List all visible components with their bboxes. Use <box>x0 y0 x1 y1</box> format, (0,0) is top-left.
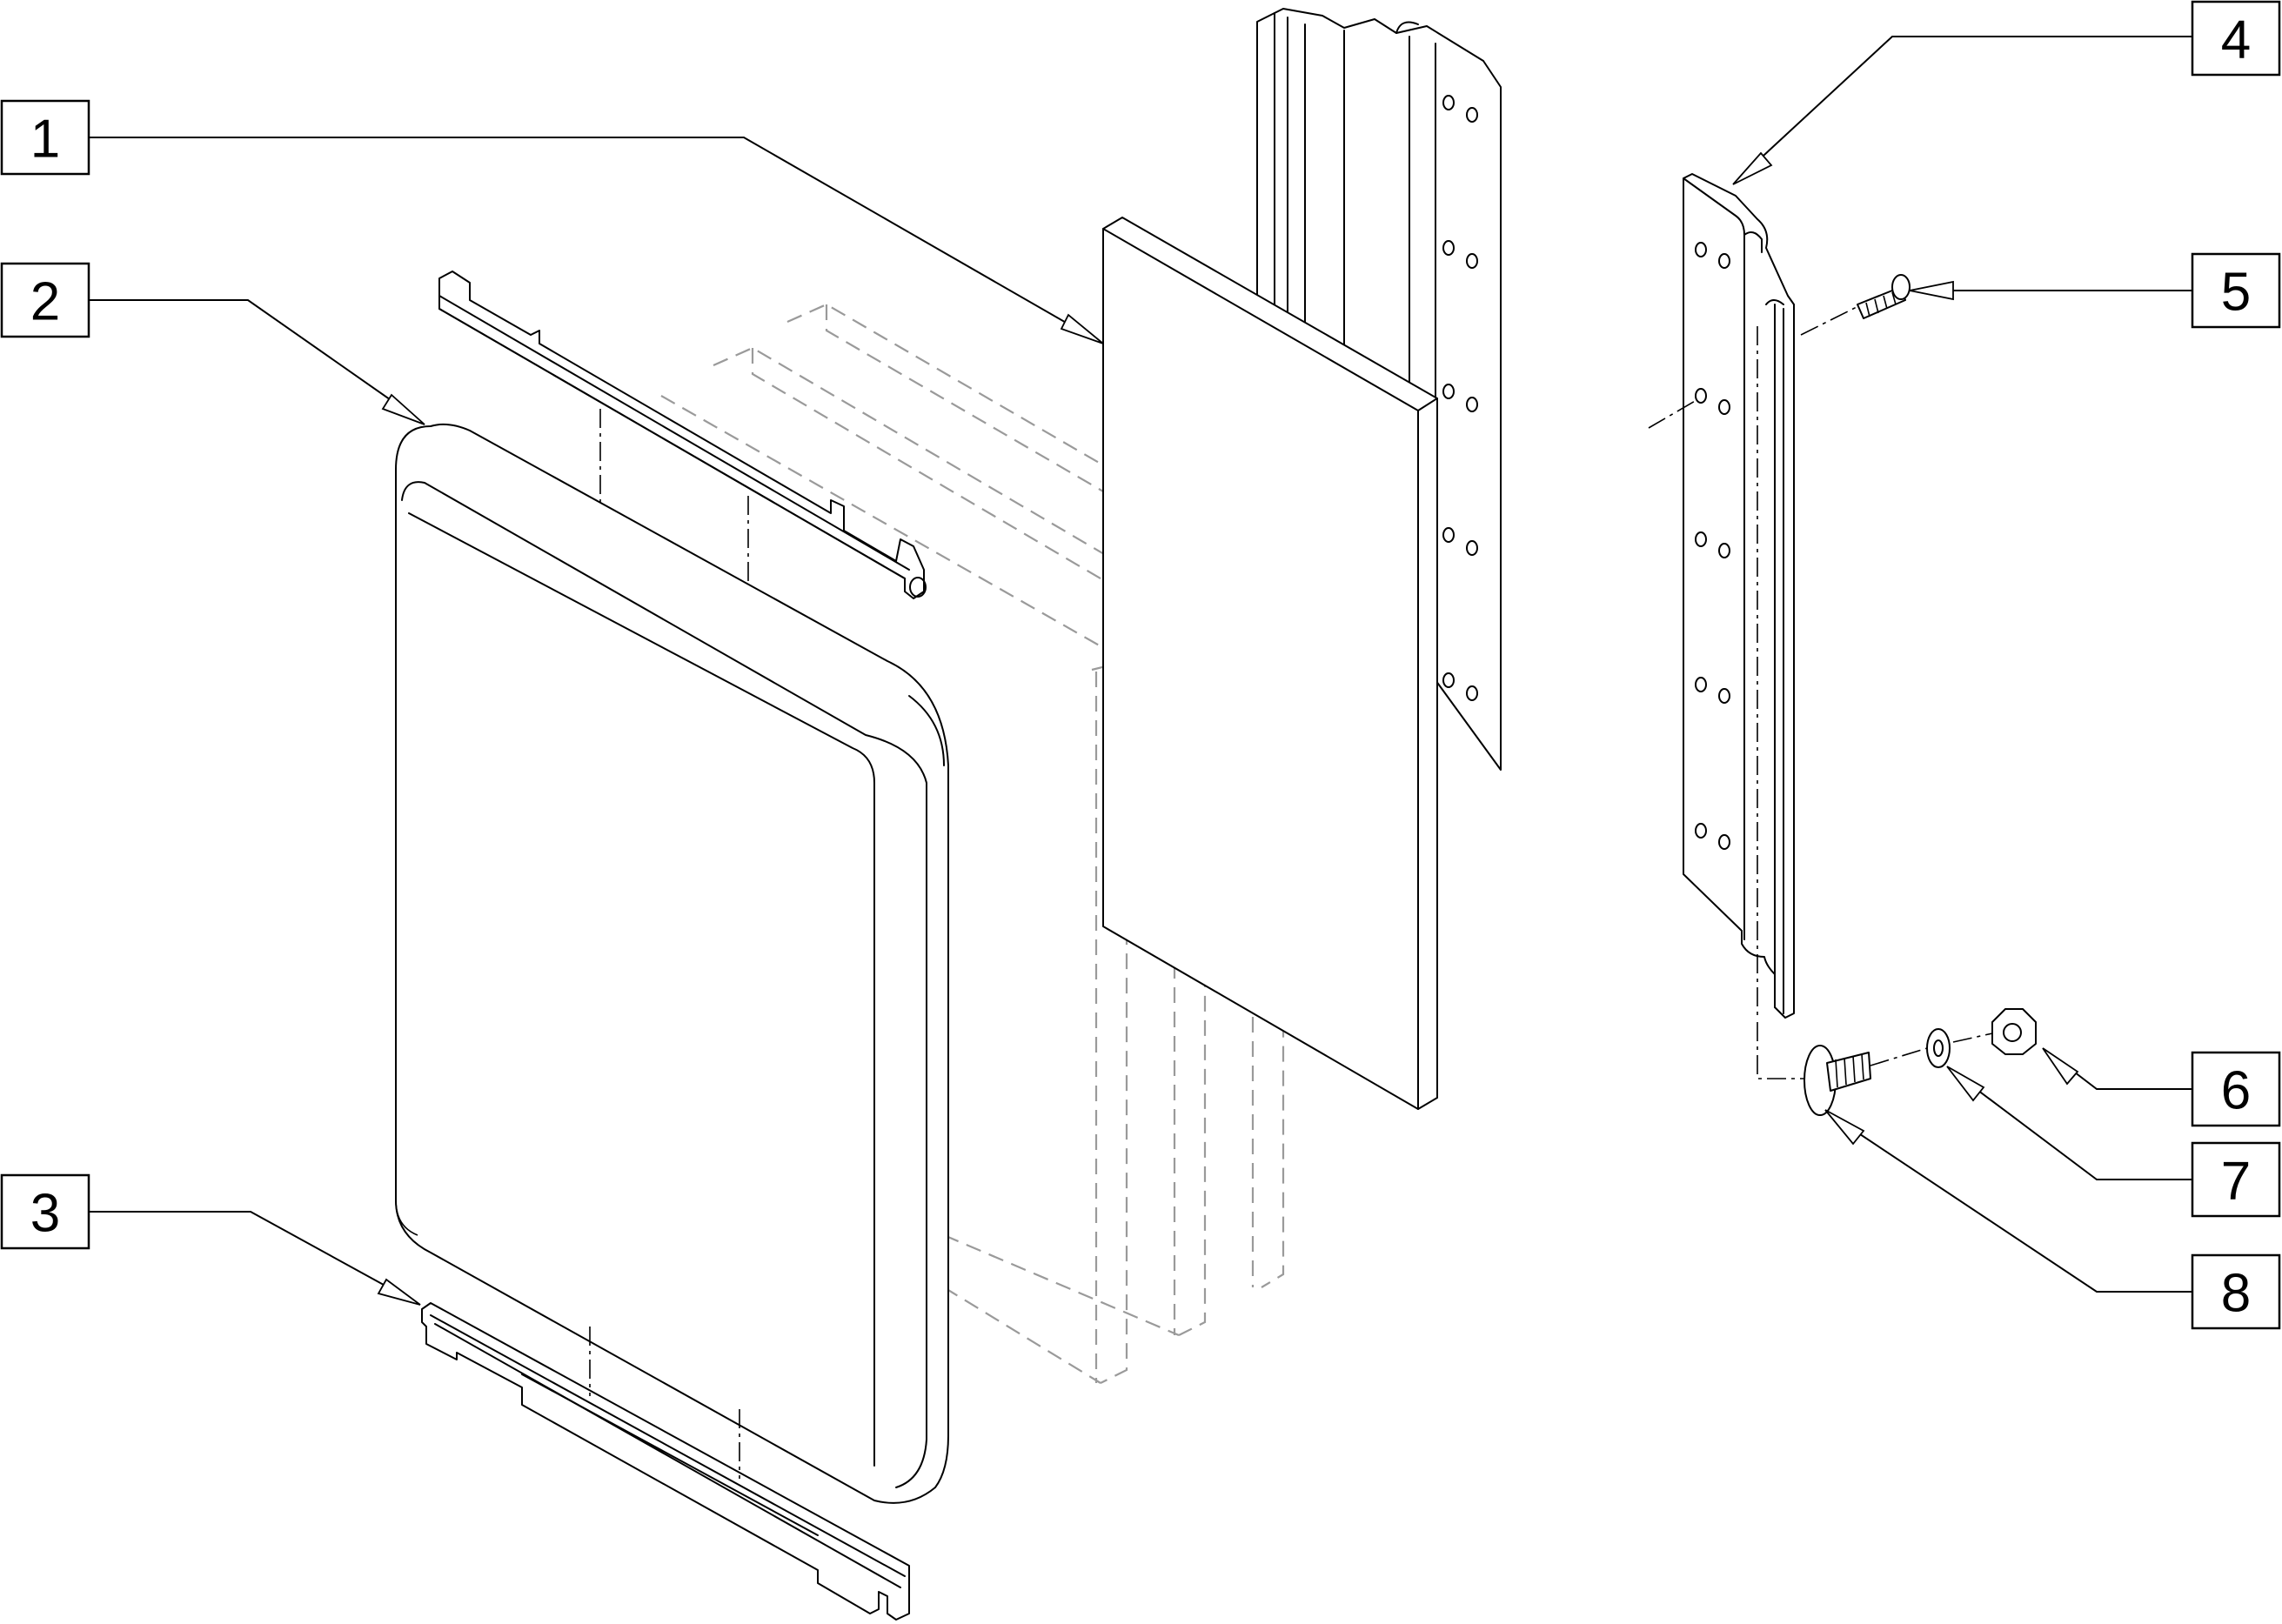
side-extrusion <box>1648 173 1795 1019</box>
callout-label-5: 5 <box>2221 263 2251 323</box>
foam-panel <box>1102 217 1438 1110</box>
callout-1: 1 <box>0 99 90 176</box>
callout-5: 5 <box>2191 252 2281 329</box>
nut-6 <box>1991 1008 2037 1055</box>
top-rail <box>438 271 927 609</box>
channel-holes <box>1442 95 1478 701</box>
callout-label-8: 8 <box>2221 1264 2251 1324</box>
callout-label-4: 4 <box>2221 10 2251 70</box>
callout-label-2: 2 <box>30 272 60 332</box>
callout-8: 8 <box>2191 1253 2281 1330</box>
screw-5 <box>1800 274 1911 336</box>
callout-label-7: 7 <box>2221 1152 2251 1212</box>
bottom-rail <box>421 1302 910 1621</box>
callout-6: 6 <box>2191 1051 2281 1127</box>
side-holes <box>1695 242 1730 850</box>
callout-7: 7 <box>2191 1141 2281 1218</box>
callout-4: 4 <box>2191 0 2281 77</box>
washer-7 <box>1926 1028 1993 1068</box>
callout-2: 2 <box>0 262 90 338</box>
callout-3: 3 <box>0 1173 90 1250</box>
front-cover <box>395 423 949 1504</box>
callout-label-1: 1 <box>30 110 60 170</box>
callout-label-6: 6 <box>2221 1061 2251 1121</box>
bolt-8 <box>1757 1022 1928 1116</box>
leaders <box>90 36 2192 1306</box>
callout-label-3: 3 <box>30 1184 60 1244</box>
